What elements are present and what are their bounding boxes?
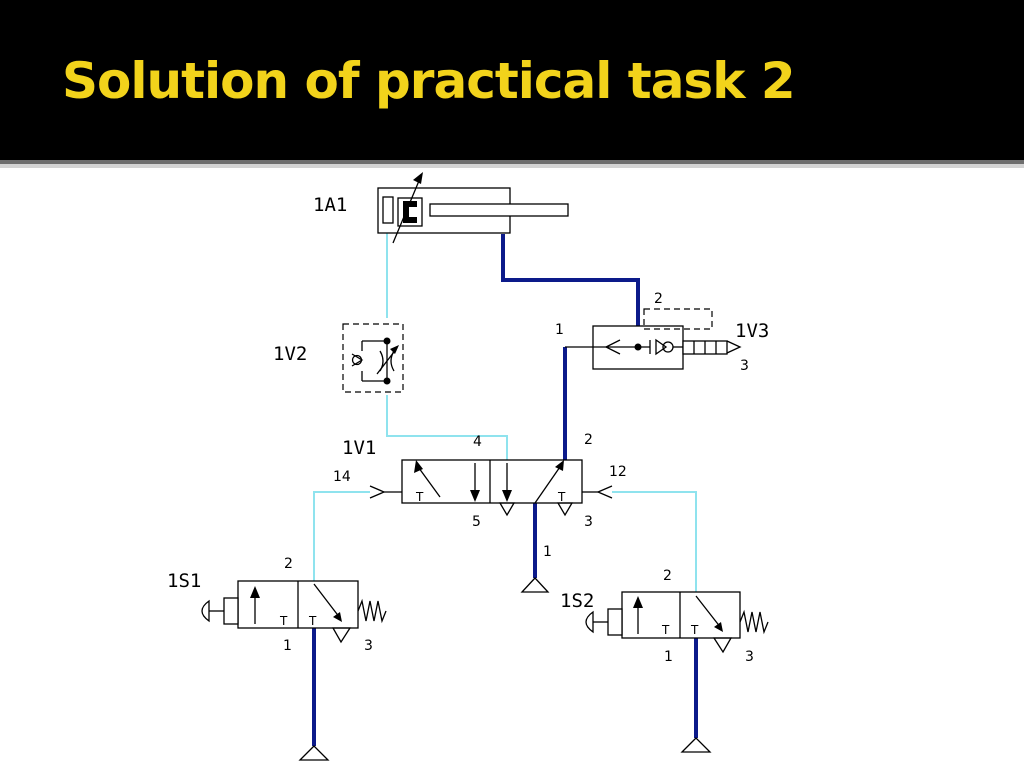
port-1v1-12: 12 xyxy=(609,464,627,480)
port-1v1-14: 14 xyxy=(333,469,351,485)
port-1s1-1: 1 xyxy=(283,638,292,654)
exhaust-3-triangle-icon xyxy=(556,502,574,517)
pilot-signal-triangle-icon xyxy=(596,485,613,499)
port-1s1-2: 2 xyxy=(284,556,293,572)
exhaust-triangle-icon xyxy=(712,637,733,654)
push-button-icon xyxy=(201,599,210,623)
flow-control-valve-1v2: 1V2 xyxy=(273,323,404,393)
svg-text:T: T xyxy=(690,623,699,637)
port-1s2-3: 3 xyxy=(745,649,754,665)
signal-lines xyxy=(313,232,697,592)
svg-text:T: T xyxy=(279,614,288,628)
pushbutton-valve-1s1: T T 1S1 2 1 3 xyxy=(167,556,387,761)
label-1v3: 1V3 xyxy=(735,320,769,342)
air-supply-triangle-icon xyxy=(298,745,330,761)
air-supply-triangle-icon xyxy=(680,737,712,753)
svg-text:T: T xyxy=(557,490,566,504)
exhaust-5-triangle-icon xyxy=(498,502,516,517)
label-1s2: 1S2 xyxy=(560,590,594,612)
line-1s2-to-pilot12 xyxy=(612,491,697,592)
pushbutton-valve-1s2: T T 1S2 2 1 3 xyxy=(560,568,769,753)
pressure-lines xyxy=(312,234,698,746)
cylinder-1a1: 1A1 xyxy=(313,172,569,244)
push-button-icon xyxy=(585,610,594,634)
slide-title: Solution of practical task 2 xyxy=(62,52,796,110)
air-supply-triangle-icon xyxy=(520,577,550,593)
port-1s2-2: 2 xyxy=(663,568,672,584)
port-1s2-1: 1 xyxy=(664,649,673,665)
title-divider xyxy=(0,160,1024,164)
label-1v2: 1V2 xyxy=(273,343,307,365)
port-1v1-4: 4 xyxy=(473,434,482,450)
port-1v1-3: 3 xyxy=(584,514,593,530)
line-1v2-to-1v1-port4 xyxy=(386,395,508,460)
port-1v3-2: 2 xyxy=(654,291,663,307)
exhaust-triangle-icon xyxy=(726,340,742,354)
svg-text:T: T xyxy=(661,623,670,637)
line-1s1-to-pilot14 xyxy=(313,491,370,581)
svg-text:T: T xyxy=(415,490,424,504)
adjustable-throttle-arrow-icon xyxy=(390,345,399,354)
label-1s1: 1S1 xyxy=(167,570,201,592)
exhaust-triangle-icon xyxy=(331,627,352,644)
adjustable-cushion-arrow-icon xyxy=(413,172,423,184)
label-1a1: 1A1 xyxy=(313,194,347,216)
quick-exhaust-valve-1v3: 1V3 1 2 3 xyxy=(555,291,769,374)
main-valve-1v1: T T 1V1 4 2 14 12 5 3 1 xyxy=(333,432,627,593)
port-1v3-3: 3 xyxy=(740,358,749,374)
title-divider-light xyxy=(0,164,1024,168)
label-1v1: 1V1 xyxy=(342,437,376,459)
spring-return-icon xyxy=(739,609,769,635)
port-1v3-1: 1 xyxy=(555,322,564,338)
spring-return-icon xyxy=(357,598,387,624)
port-1v1-5: 5 xyxy=(472,514,481,530)
port-1v1-2: 2 xyxy=(584,432,593,448)
pilot-signal-triangle-icon xyxy=(369,485,386,499)
title-bar: Solution of practical task 2 xyxy=(0,0,1024,160)
port-1v1-1: 1 xyxy=(543,544,552,560)
svg-text:T: T xyxy=(308,614,317,628)
port-1s1-3: 3 xyxy=(364,638,373,654)
line-cylinder-to-1v3 xyxy=(501,234,640,328)
